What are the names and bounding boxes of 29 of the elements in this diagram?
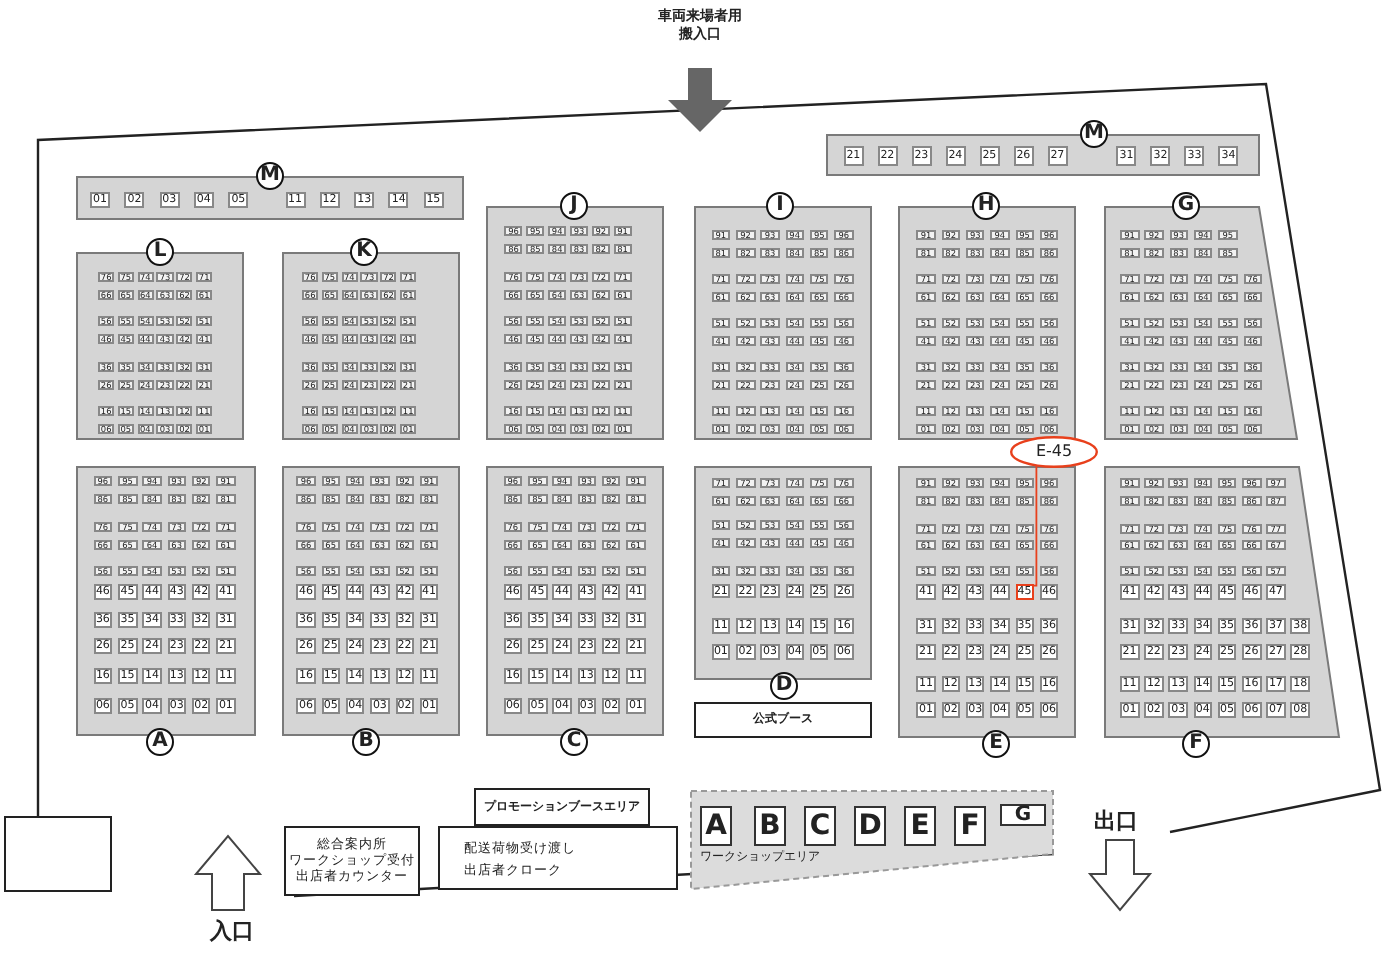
workshop-booth-box: F — [954, 806, 986, 846]
workshop-area — [690, 790, 1054, 890]
workshop-booth-box: G — [1000, 804, 1046, 826]
block-letter: A — [146, 728, 174, 756]
empty-box — [4, 816, 112, 892]
workshop-booth-box: E — [904, 806, 936, 846]
block-letter: I — [766, 192, 794, 220]
callout-bubble: E-45 — [1010, 436, 1098, 468]
leader-line — [1033, 465, 1038, 587]
entrance-label: 入口 — [208, 918, 256, 944]
workshop-booth-box: B — [754, 806, 786, 846]
exit-label: 出口 — [1092, 808, 1140, 834]
block-letter: H — [972, 192, 1000, 220]
cloakroom-box — [438, 826, 678, 890]
block-letter: F — [1182, 730, 1210, 758]
block-letter: L — [146, 238, 174, 266]
block-letter: B — [352, 728, 380, 756]
workshop-booth-box: D — [854, 806, 886, 846]
workshop-booth-box: C — [804, 806, 836, 846]
block-letter: M — [256, 162, 284, 190]
block-letter: G — [1172, 192, 1200, 220]
block-letter: E — [982, 730, 1010, 758]
block-letter: M — [1080, 120, 1108, 148]
workshop-booth-box: A — [700, 806, 732, 846]
info-counter-box — [284, 826, 420, 896]
block-letter: K — [350, 238, 378, 266]
block-letter: C — [560, 728, 588, 756]
block-letter: D — [770, 672, 798, 700]
block-letter: J — [560, 192, 588, 220]
